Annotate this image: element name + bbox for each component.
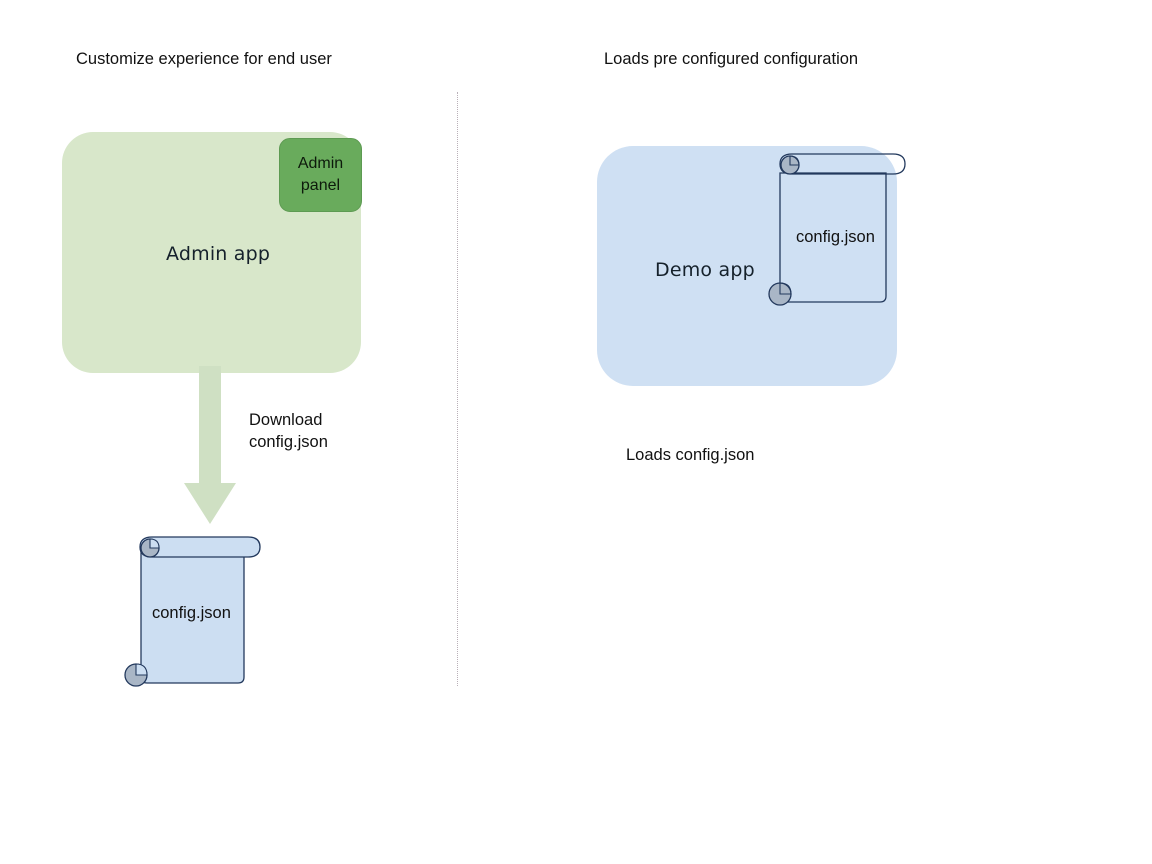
download-arrow-label: Download config.json xyxy=(249,409,389,453)
document-bottom-curl-notch-right xyxy=(779,282,792,295)
admin-panel-chip-text: Admin panel xyxy=(298,153,343,197)
demo-app-label: Demo app xyxy=(655,259,755,281)
config-json-label-right: config.json xyxy=(796,228,875,246)
document-bottom-curl-notch-left xyxy=(135,663,148,676)
document-top-curl-notch-left xyxy=(149,538,160,549)
config-json-document-right[interactable] xyxy=(768,151,915,311)
download-arrow-label-line1: Download xyxy=(249,411,323,429)
download-arrow-label-line2: config.json xyxy=(249,433,328,451)
loads-config-caption: Loads config.json xyxy=(626,446,755,464)
document-top-curl-notch-right xyxy=(789,155,800,166)
demo-app-panel[interactable] xyxy=(597,146,897,386)
admin-panel-chip[interactable]: Admin panel xyxy=(279,138,362,212)
column-title-right: Loads pre configured configuration xyxy=(604,50,859,68)
document-top-roll-left xyxy=(139,536,261,558)
admin-panel-chip-line2: panel xyxy=(300,177,341,194)
document-top-roll-right xyxy=(779,153,906,175)
column-title-left: Customize experience for end user xyxy=(76,50,332,68)
column-divider xyxy=(457,92,458,686)
admin-panel-chip-line1: Admin xyxy=(297,155,344,172)
download-arrow-shape xyxy=(184,366,236,524)
admin-app-label: Admin app xyxy=(166,243,271,265)
config-json-document-left[interactable] xyxy=(120,527,270,692)
download-arrow-icon xyxy=(184,366,236,524)
config-json-label-left: config.json xyxy=(152,604,231,622)
